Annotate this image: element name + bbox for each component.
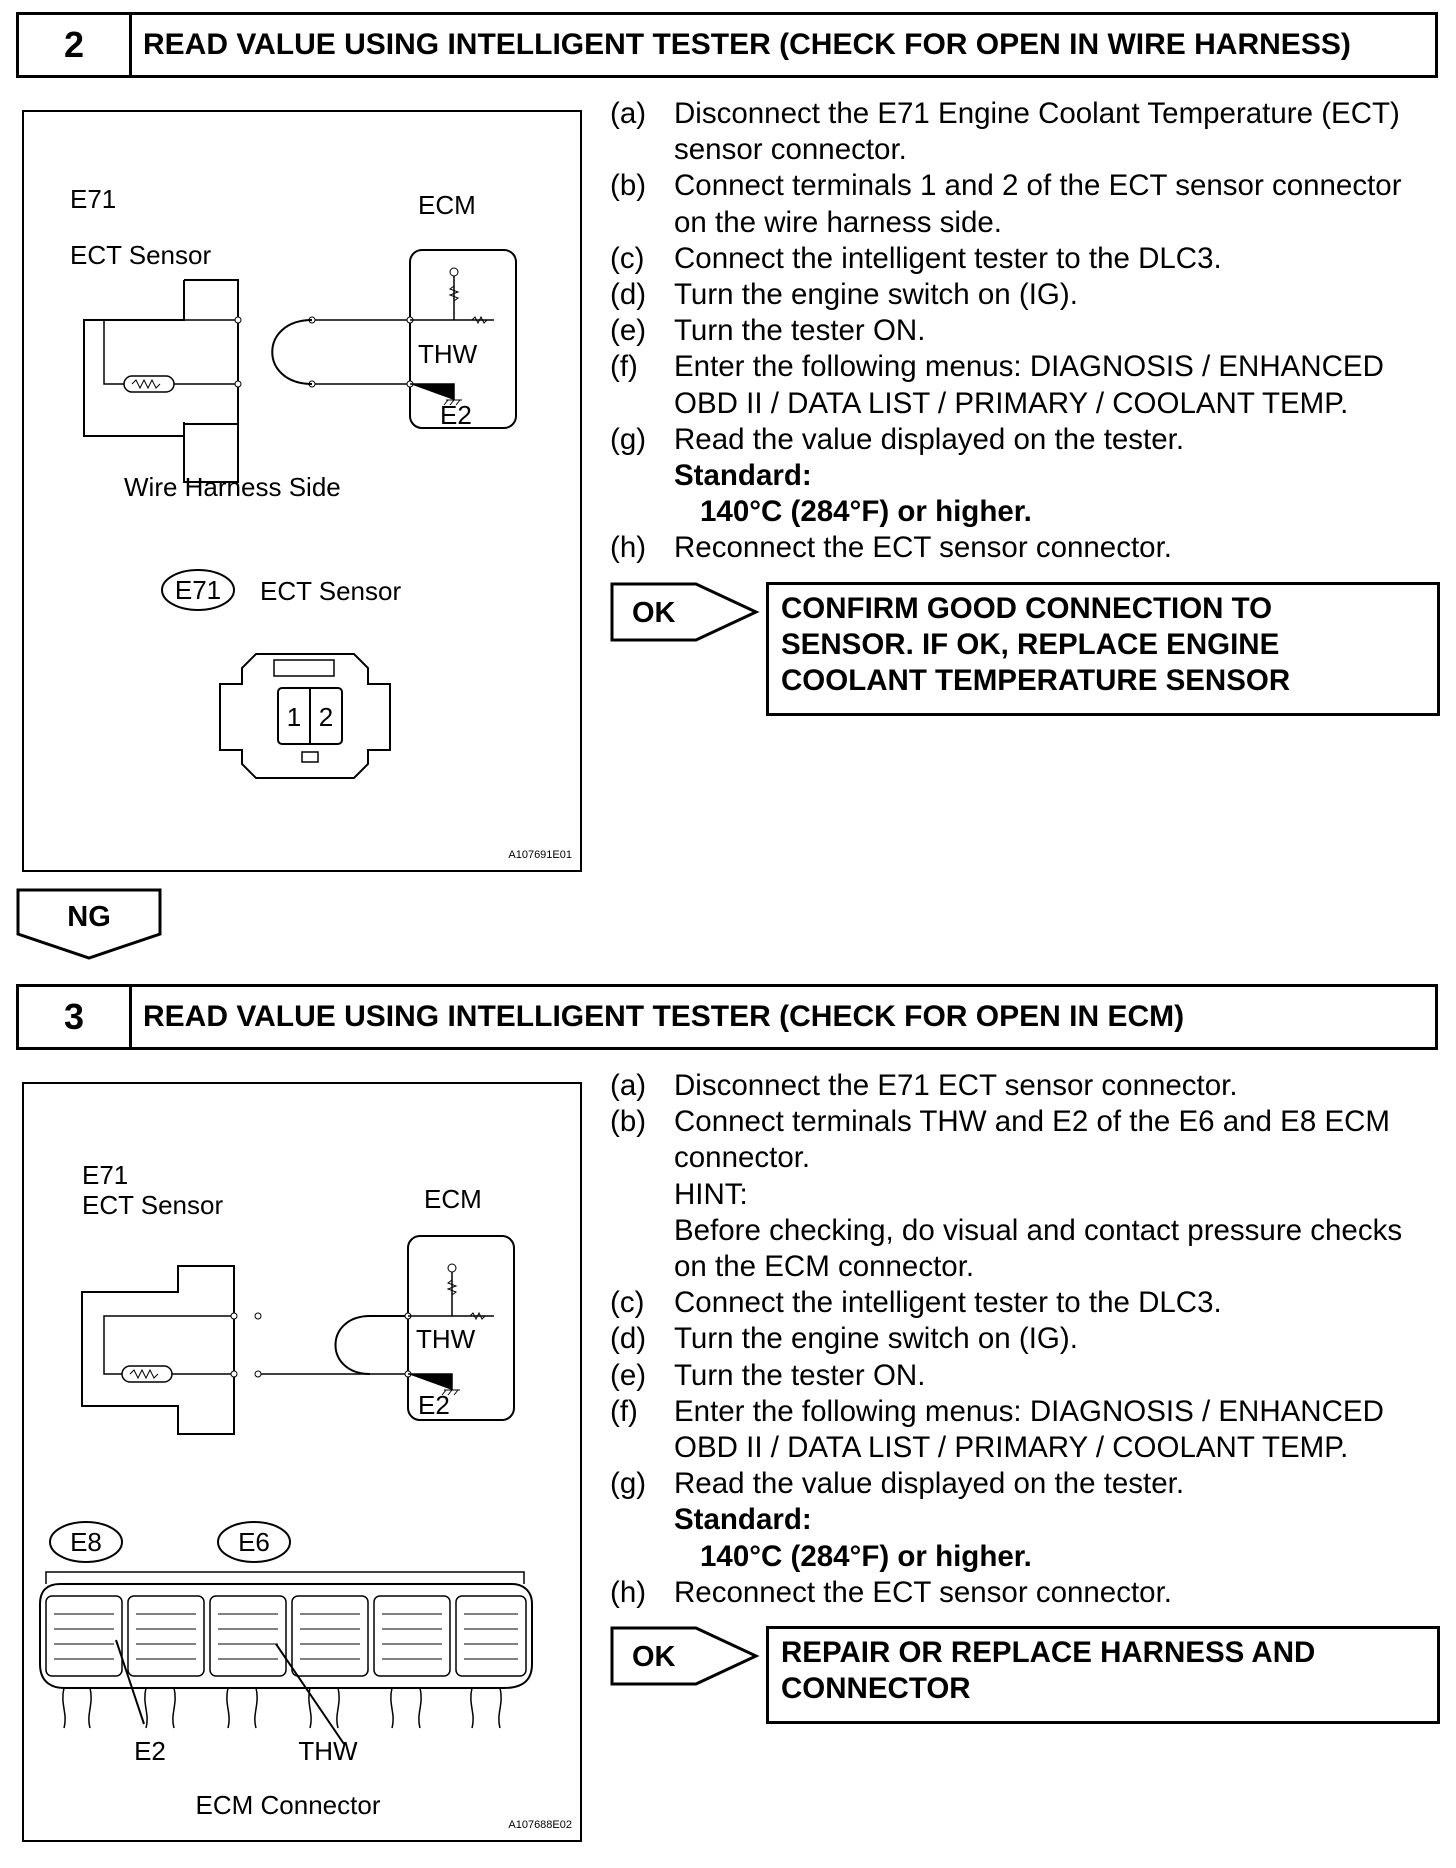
e2-terminal-label: E2 [418,1390,450,1420]
figure-code: A107691E01 [508,849,572,861]
step-3-instructions: (a)Disconnect the E71 ECT sensor connect… [610,1068,1440,1611]
step-3-number: 3 [19,987,132,1047]
step-2-item-e: (e)Turn the tester ON. [610,314,926,348]
ect-connector-face-icon: 1 2 [219,653,391,779]
ng-label: NG [67,901,111,933]
step-2-item-a: (a)Disconnect the E71 Engine Coolant Tem… [610,97,1400,167]
step-3-item-d: (d)Turn the engine switch on (IG). [610,1322,1078,1356]
step-2-item-f: (f)Enter the following menus: DIAGNOSIS … [610,350,1384,420]
step-3-item-e: (e)Turn the tester ON. [610,1358,926,1392]
ecm-label: ECM [424,1184,482,1214]
pointer-e2: E2 [134,1736,166,1766]
step-3-item-h: (h)Reconnect the ECT sensor connector. [610,1575,1172,1609]
connector-badge-caption: ECT Sensor [260,576,401,606]
connector-badge: E71 [175,575,221,605]
step-3-title: READ VALUE USING INTELLIGENT TESTER (CHE… [143,1000,1185,1033]
step-3-item-c: (c)Connect the intelligent tester to the… [610,1286,1222,1320]
step-3-ok-arrow-icon: OK [610,1626,760,1686]
step-3-header: 3 READ VALUE USING INTELLIGENT TESTER (C… [16,984,1438,1050]
thw-terminal-label: THW [416,1324,476,1354]
sensor-label: ECT Sensor [70,240,211,270]
pin-1: 1 [287,702,301,732]
step-3-standard-label: Standard: [674,1503,812,1537]
step-3-ok-label: OK [632,1641,676,1673]
step-2-item-d: (d)Turn the engine switch on (IG). [610,278,1078,312]
step-2-ok-label: OK [632,597,676,629]
connector-id-label: E71 [82,1160,128,1190]
ecm-box [407,1235,515,1421]
step-2-standard-value: 140°C (284°F) or higher. [700,495,1032,529]
ecm-label: ECM [418,190,476,220]
sensor-body [81,1265,235,1435]
thermistor-icon [121,1365,173,1383]
sensor-label: ECT Sensor [82,1190,223,1220]
step-2-figure: E71 ECM ECT Sensor THW E2 Wire Harn [22,110,582,872]
thermistor-icon [123,375,175,393]
pointer-thw: THW [298,1736,358,1766]
badge-e8: E8 [70,1527,102,1557]
step-3-ok-result: REPAIR OR REPLACE HARNESS AND CONNECTOR [766,1626,1440,1724]
connector-id-label: E71 [70,184,116,214]
pin-2: 2 [319,702,333,732]
step-3-item-g: (g)Read the value displayed on the teste… [610,1467,1185,1501]
ng-arrow-icon: NG [16,888,162,960]
ecm-box [409,249,517,429]
sensor-body [184,279,239,425]
step-2-ok-result: CONFIRM GOOD CONNECTION TO SENSOR. IF OK… [766,582,1440,716]
ecm-connector-icon [39,1571,533,1745]
step-2-number: 2 [19,15,132,75]
ect-circuit-diagram-2: E71 ECT Sensor ECM THW E2 E8 E6 [39,1160,572,1831]
step-3-figure: E71 ECT Sensor ECM THW E2 E8 E6 [22,1082,582,1842]
thw-terminal-label: THW [418,339,478,369]
harness-side-label: Wire Harness Side [124,472,341,502]
ect-circuit-diagram-1: E71 ECM ECT Sensor THW E2 Wire Harn [70,184,572,861]
figure-code: A107688E02 [508,1819,572,1831]
e2-terminal-label: E2 [440,400,472,430]
jumper-wire [334,1315,408,1375]
step-2-item-h: (h)Reconnect the ECT sensor connector. [610,531,1172,565]
badge-e6: E6 [238,1527,270,1557]
step-2-ok-arrow-icon: OK [610,582,760,642]
step-2-standard-label: Standard: [674,459,812,493]
step-2-header: 2 READ VALUE USING INTELLIGENT TESTER (C… [16,12,1438,78]
step-3-standard-value: 140°C (284°F) or higher. [700,1539,1032,1573]
jumper-wire [271,319,313,385]
step-2-instructions: (a)Disconnect the E71 Engine Coolant Tem… [610,96,1440,567]
step-3-item-b: (b)Connect terminals THW and E2 of the E… [610,1105,1403,1284]
step-2-item-c: (c)Connect the intelligent tester to the… [610,241,1222,275]
step-3-item-a: (a)Disconnect the E71 ECT sensor connect… [610,1069,1238,1102]
step-2-item-g: (g)Read the value displayed on the teste… [610,422,1185,456]
step-2-title: READ VALUE USING INTELLIGENT TESTER (CHE… [143,28,1351,61]
step-3-item-f: (f)Enter the following menus: DIAGNOSIS … [610,1394,1384,1465]
ecm-connector-label: ECM Connector [196,1790,381,1820]
step-2-item-b: (b)Connect terminals 1 and 2 of the ECT … [610,169,1402,239]
